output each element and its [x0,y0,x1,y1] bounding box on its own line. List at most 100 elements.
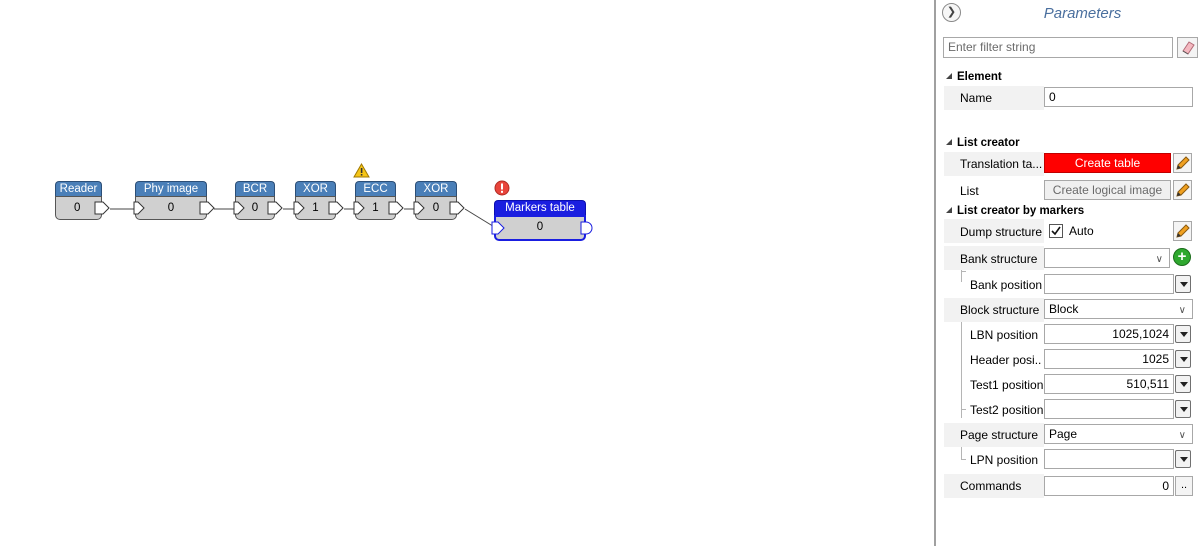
chevron-down-icon: ∨ [1178,305,1186,316]
section-list-creator-by-markers[interactable]: List creator by markers [946,205,1084,217]
collapse-triangle-icon [946,207,952,213]
list-label: List [960,184,979,198]
section-title: List creator [957,137,1020,149]
bank-position-field[interactable] [1044,274,1174,294]
lpn-position-dropdown[interactable] [1175,450,1191,468]
row-background [944,219,1044,243]
node-title: Phy image [135,181,207,196]
node-xor-1[interactable]: XOR 1 [293,181,344,221]
output-port-icon[interactable] [267,200,283,216]
section-title: List creator by markers [957,205,1085,217]
eraser-icon [1182,41,1195,55]
node-value: 0 [135,196,207,220]
section-element[interactable]: Element [946,71,1002,83]
node-title: XOR [415,181,457,196]
name-field[interactable]: 0 [1044,87,1193,107]
section-list-creator[interactable]: List creator [946,137,1020,149]
output-port-icon[interactable] [449,200,465,216]
tree-connector [961,459,966,460]
edit-list-button[interactable] [1173,180,1192,200]
node-title: ECC [355,181,396,196]
header-position-field[interactable]: 1025 [1044,349,1174,369]
create-table-button[interactable]: Create table [1044,153,1171,173]
page-structure-select[interactable]: Page ∨ [1044,424,1193,444]
collapse-panel-button[interactable]: ❯ [942,3,961,22]
dump-structure-label: Dump structure [960,225,1043,239]
tree-connector [961,271,966,272]
bank-structure-label: Bank structure [960,252,1038,266]
node-value: 0 [55,196,102,220]
lbn-position-label: LBN position [970,328,1039,342]
output-port-icon[interactable] [388,200,404,216]
node-bcr[interactable]: BCR 0 [233,181,283,221]
collapse-triangle-icon [946,139,952,145]
input-port-icon[interactable] [353,200,365,216]
test1-position-dropdown[interactable] [1175,375,1191,393]
test1-position-label: Test1 position [970,378,1044,392]
header-position-dropdown[interactable] [1175,350,1191,368]
clear-filter-button[interactable] [1177,37,1198,58]
node-xor-2[interactable]: XOR 0 [413,181,465,221]
test1-position-field[interactable]: 510,511 [1044,374,1174,394]
auto-checkbox-label: Auto [1069,224,1094,238]
block-structure-select[interactable]: Block ∨ [1044,299,1193,319]
input-port-icon[interactable] [233,200,245,216]
output-port-icon[interactable] [94,200,110,216]
input-port-icon[interactable] [413,200,425,216]
test2-position-dropdown[interactable] [1175,400,1191,418]
edit-dump-structure-button[interactable] [1173,221,1192,241]
bank-position-label: Bank position [970,278,1043,292]
commands-browse-button[interactable]: .. [1175,476,1193,496]
output-port-icon[interactable] [328,200,344,216]
lpn-position-field[interactable] [1044,449,1174,469]
tree-connector [961,409,966,410]
parameters-panel: ❯ Parameters Enter filter string Element… [934,0,1199,546]
pencil-icon [1176,224,1190,238]
plus-icon: + [1177,248,1187,265]
pencil-icon [1176,183,1190,197]
warning-triangle-icon [353,163,370,178]
section-title: Element [957,71,1002,83]
commands-field[interactable]: 0 [1044,476,1174,496]
node-markers-table[interactable]: Markers table 0 [491,200,593,241]
input-port-icon[interactable] [293,200,305,216]
bank-position-dropdown[interactable] [1175,275,1191,293]
row-background [944,86,1044,110]
workflow-canvas[interactable]: Reader 0 Phy image 0 BCR 0 XOR 1 [0,0,934,546]
tree-connector [961,447,962,459]
create-logical-image-button[interactable]: Create logical image [1044,180,1171,200]
row-background [944,474,1044,498]
row-background [944,246,1044,270]
block-structure-label: Block structure [960,303,1040,317]
edit-translation-button[interactable] [1173,153,1192,173]
row-background [944,423,1044,447]
node-ecc[interactable]: ECC 1 [353,181,404,221]
chevron-down-icon: ∨ [1178,430,1186,441]
pencil-icon [1176,156,1190,170]
test2-position-label: Test2 position [970,403,1044,417]
lbn-position-field[interactable]: 1025,1024 [1044,324,1174,344]
output-port-icon[interactable] [580,220,594,236]
panel-title: Parameters [1043,5,1122,22]
filter-input[interactable]: Enter filter string [943,37,1173,58]
test2-position-field[interactable] [1044,399,1174,419]
bank-structure-select[interactable]: ∨ [1044,248,1170,268]
add-bank-structure-button[interactable]: + [1173,248,1191,266]
lbn-position-dropdown[interactable] [1175,325,1191,343]
error-circle-icon [494,180,510,196]
commands-label: Commands [960,479,1022,493]
output-port-icon[interactable] [199,200,215,216]
node-title: Reader [55,181,102,196]
header-position-label: Header posi... [970,353,1042,367]
page-structure-label: Page structure [960,428,1039,442]
collapse-triangle-icon [946,73,952,79]
tree-connector [961,270,962,282]
chevron-down-icon: ∨ [1155,254,1163,265]
input-port-icon[interactable] [491,220,505,236]
input-port-icon[interactable] [133,200,145,216]
auto-checkbox[interactable] [1049,224,1063,238]
name-label: Name [960,91,993,105]
node-phy-image[interactable]: Phy image 0 [133,181,215,221]
node-reader[interactable]: Reader 0 [55,181,110,221]
